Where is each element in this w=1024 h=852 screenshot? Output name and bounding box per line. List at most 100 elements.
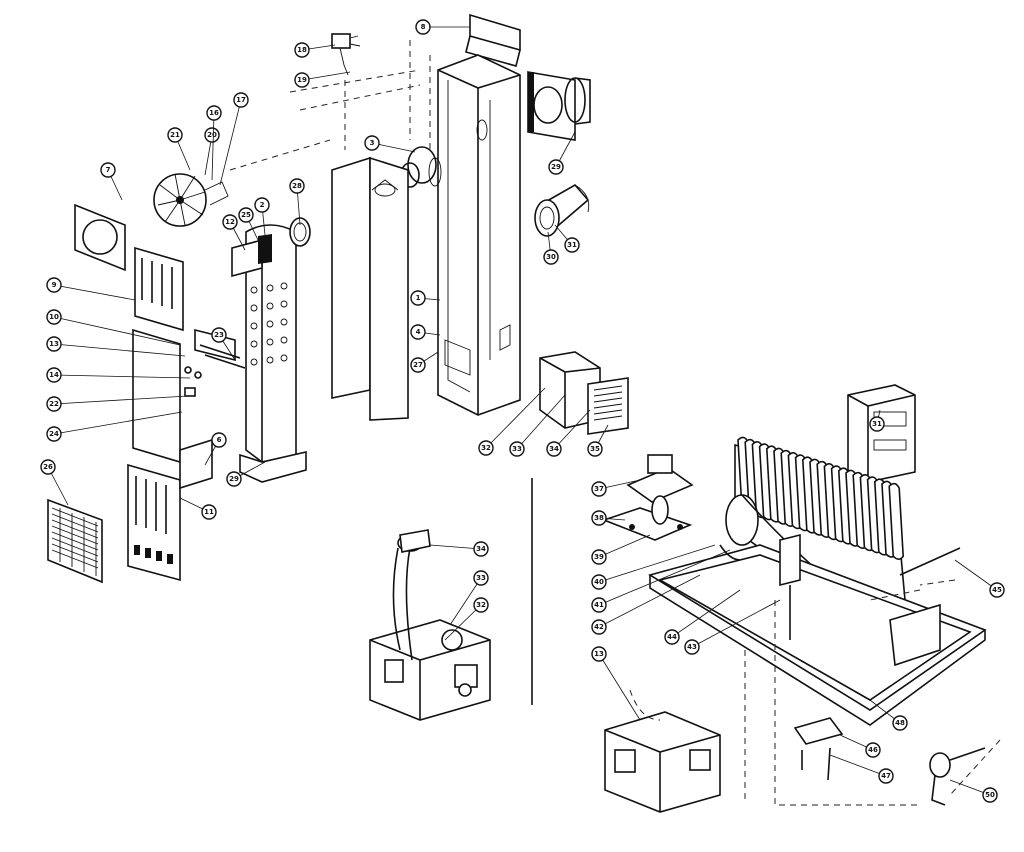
callout-label: 39 xyxy=(594,553,604,561)
callout-c27: 27 xyxy=(410,351,439,373)
callout-label: 4 xyxy=(416,328,421,336)
callout-c45: 45 xyxy=(954,559,1005,598)
callout-bubble xyxy=(546,441,562,457)
callout-c19: 19 xyxy=(294,71,351,88)
callout-label: 42 xyxy=(594,623,604,631)
callout-label: 29 xyxy=(229,475,239,483)
callout-label: 41 xyxy=(594,601,604,609)
callout-label: 31 xyxy=(567,241,577,249)
callout-leader-line xyxy=(598,534,651,558)
part-bracket-top xyxy=(465,13,521,67)
callout-label: 8 xyxy=(421,23,426,31)
callout-label: 19 xyxy=(297,76,307,84)
callout-leader-line xyxy=(598,544,716,583)
part-flue-tower xyxy=(437,54,521,416)
callout-bubble xyxy=(591,481,607,497)
part-front-grille xyxy=(47,498,103,584)
part-switch xyxy=(331,33,361,76)
callout-label: 25 xyxy=(241,211,251,219)
part-vent-collar xyxy=(527,71,591,141)
callout-bubble xyxy=(591,574,607,590)
callout-bubble xyxy=(211,432,227,448)
callout-label: 22 xyxy=(49,400,59,408)
callout-label: 23 xyxy=(214,331,224,339)
callout-bubble xyxy=(46,336,62,352)
callout-bubble xyxy=(878,768,894,784)
callout-leader-line xyxy=(671,589,741,638)
callout-label: 16 xyxy=(209,109,219,117)
callout-c41: 41 xyxy=(591,549,731,613)
callout-bubble xyxy=(591,549,607,565)
callout-bubble xyxy=(591,597,607,613)
callout-c29b: 29 xyxy=(226,461,266,487)
callout-bubble xyxy=(473,597,489,613)
callout-c34: 34 xyxy=(546,409,591,457)
callout-c40: 40 xyxy=(591,544,716,590)
alignment-lines-lower xyxy=(629,579,1001,806)
callout-leader-line xyxy=(553,409,591,450)
callout-c7: 7 xyxy=(100,162,123,201)
callout-label: 33 xyxy=(476,574,486,582)
callout-bubble xyxy=(410,324,426,340)
callout-bubble xyxy=(46,367,62,383)
part-gas-valve-lower xyxy=(604,711,721,813)
callout-bubble xyxy=(226,471,242,487)
callout-label: 46 xyxy=(868,746,878,754)
callout-c32: 32 xyxy=(478,387,546,456)
callout-label: 20 xyxy=(207,131,217,139)
callout-c37: 37 xyxy=(591,479,641,497)
callout-leader-line xyxy=(954,559,998,591)
callout-c17: 17 xyxy=(219,92,249,186)
callout-bubble xyxy=(289,178,305,194)
callout-bubble xyxy=(989,582,1005,598)
callout-c26a: 26 xyxy=(40,459,69,506)
callout-c25: 25 xyxy=(238,207,259,241)
callout-bubble xyxy=(548,159,564,175)
callout-label: 38 xyxy=(594,514,604,522)
callout-label: 28 xyxy=(292,182,302,190)
callout-bubble xyxy=(591,619,607,635)
callout-bubble xyxy=(294,42,310,58)
part-base-tray xyxy=(648,544,987,726)
part-vent-pipe xyxy=(534,183,590,237)
callout-leader-line xyxy=(429,544,482,550)
callout-c4: 4 xyxy=(410,324,441,340)
callout-c48: 48 xyxy=(869,699,908,731)
callout-label: 44 xyxy=(667,633,677,641)
callout-label: 10 xyxy=(49,313,59,321)
callout-leader-line xyxy=(53,411,183,435)
callout-label: 35 xyxy=(590,445,600,453)
callout-c43: 43 xyxy=(684,599,781,655)
callout-label: 34 xyxy=(549,445,559,453)
callout-c18: 18 xyxy=(294,42,336,58)
callout-c39: 39 xyxy=(591,534,651,565)
callout-c34b: 34 xyxy=(429,541,489,557)
callout-label: 29 xyxy=(551,163,561,171)
callout-c16: 16 xyxy=(206,105,222,181)
callout-c22a: 22 xyxy=(46,395,189,412)
part-combustion-chamber xyxy=(231,224,307,483)
callout-bubble xyxy=(509,441,525,457)
callout-leader-line xyxy=(516,394,566,450)
callout-bubble xyxy=(865,742,881,758)
callout-leader-line xyxy=(829,754,887,777)
callout-bubble xyxy=(664,629,680,645)
callout-leader-line xyxy=(53,316,181,346)
callout-label: 32 xyxy=(476,601,486,609)
callout-c6: 6 xyxy=(204,432,227,466)
callout-bubble xyxy=(564,237,580,253)
callout-c13b: 13 xyxy=(591,646,641,721)
callout-bubble xyxy=(591,510,607,526)
callout-label: 21 xyxy=(170,131,180,139)
part-upper-louver-panel xyxy=(134,246,184,332)
callout-bubble xyxy=(892,715,908,731)
callout-label: 37 xyxy=(594,485,604,493)
callout-leader-line xyxy=(301,71,351,81)
callout-leader-line xyxy=(211,112,215,181)
callout-c9: 9 xyxy=(46,277,136,301)
callout-c24: 24 xyxy=(46,411,183,442)
callout-c32b: 32 xyxy=(444,597,489,641)
callout-c23: 23 xyxy=(211,327,236,361)
